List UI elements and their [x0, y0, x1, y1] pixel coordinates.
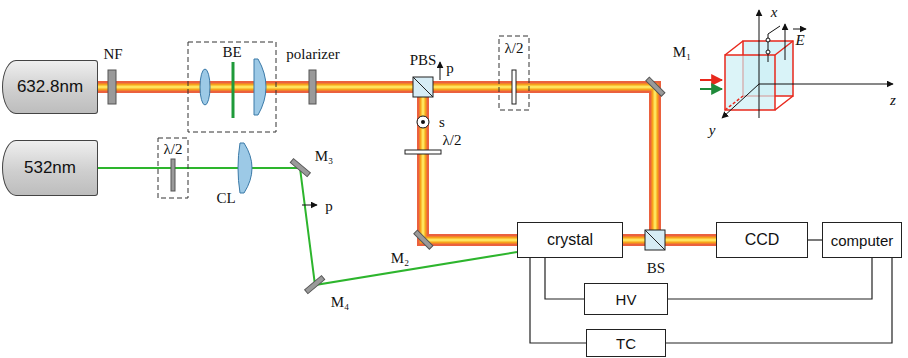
polarization-arrow [440, 62, 441, 80]
part-label: E [795, 32, 804, 49]
lens [200, 69, 210, 105]
waveplate [405, 150, 441, 154]
pbs-cube [413, 77, 433, 97]
node-text: 632.8nm [17, 77, 83, 97]
node-text: TC [616, 335, 636, 352]
part-label: M₁ [673, 44, 692, 61]
part-label: z [890, 92, 896, 109]
part-label: M₂ [391, 250, 410, 267]
controller-box: TC [586, 329, 666, 357]
bs-diagonal [645, 230, 665, 250]
polarization-dot [421, 120, 425, 124]
polarization-arrow [302, 205, 317, 206]
lens [254, 59, 266, 115]
node-text: crystal [547, 231, 593, 249]
mirror [646, 77, 665, 96]
part-label: BE [222, 44, 241, 61]
power-box: HV [584, 283, 668, 315]
part-label: p [325, 198, 333, 215]
axis-inset [700, 10, 893, 118]
polarization-symbol [417, 116, 429, 128]
cylindrical-lens [238, 143, 252, 193]
sample-box: crystal [517, 222, 623, 258]
mirror [414, 230, 433, 249]
beam-expander-frame [188, 42, 276, 132]
part-label: λ/2 [505, 40, 524, 57]
node-text: computer [831, 232, 894, 249]
part-label: polarizer [286, 46, 339, 63]
mirror [305, 276, 325, 294]
waveplate-frame [499, 36, 529, 110]
part-label: BS [647, 260, 665, 277]
part-label: NF [103, 46, 122, 63]
part-label: y [709, 122, 716, 139]
part-label: PBS [410, 52, 437, 69]
notch-filter [108, 70, 116, 104]
part-label: λ/2 [443, 132, 462, 149]
wire [808, 239, 822, 240]
part-label: M₄ [331, 294, 350, 311]
part-label: λ/2 [164, 141, 183, 158]
beam-splitter [645, 230, 665, 250]
waveplate [171, 159, 175, 191]
part-label: p [446, 60, 454, 77]
node-text: 532nm [24, 158, 76, 178]
node-text: CCD [745, 231, 780, 249]
polarizer-plate [309, 70, 316, 104]
pinhole [232, 62, 235, 118]
part-label: s [439, 114, 445, 131]
wire [545, 258, 584, 299]
waveplate [512, 70, 516, 104]
laser-source: 632.8nm [2, 60, 98, 114]
part-label: CL [216, 190, 235, 207]
wire [530, 258, 586, 343]
part-label: M₃ [315, 148, 334, 165]
pbs-diagonal [413, 77, 433, 97]
wire [666, 258, 892, 343]
node-text: HV [616, 291, 637, 308]
laser-source: 532nm [2, 140, 98, 196]
mirror [290, 159, 310, 177]
part-label: x [771, 4, 778, 21]
computer-box: computer [822, 222, 902, 258]
camera-box: CCD [716, 222, 808, 258]
wire [668, 258, 872, 299]
waveplate-frame [158, 138, 188, 198]
